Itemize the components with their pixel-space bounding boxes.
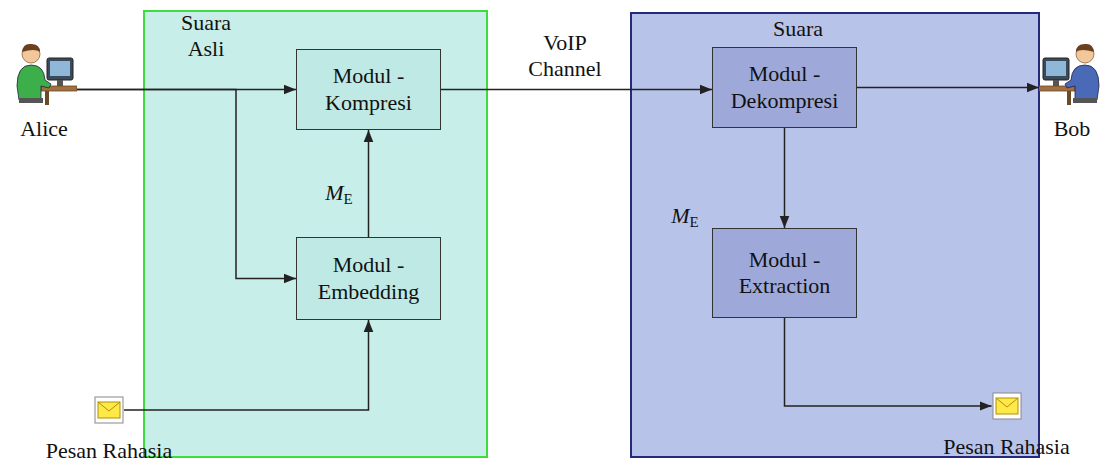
sender-region: Modul - KompresiModul - Embedding xyxy=(143,10,488,458)
edge-label: ME xyxy=(668,203,702,231)
arrow-connector xyxy=(785,318,992,406)
envelope-icon xyxy=(94,396,124,424)
process-box: Modul - Embedding xyxy=(296,237,441,320)
person-icon xyxy=(1039,40,1105,106)
envelope-icon xyxy=(992,392,1022,420)
arrow-connector xyxy=(124,320,369,410)
edge-label: Suara Asli xyxy=(166,10,246,63)
node-label: Pesan Rahasia xyxy=(943,434,1069,460)
receiver-region: Modul - DekompresiModul - Extraction xyxy=(630,12,1040,458)
text-wrap: Modul - Kompresi xyxy=(306,63,431,116)
node-label: Bob xyxy=(1054,116,1091,142)
text-wrap: Modul - Embedding xyxy=(306,252,431,305)
node-label: Alice xyxy=(20,116,68,142)
text-wrap: Modul - Extraction xyxy=(722,247,847,300)
text-wrap: Modul - Dekompresi xyxy=(722,61,847,114)
edge-label: Suara xyxy=(758,16,838,42)
process-box: Modul - Dekompresi xyxy=(712,47,857,128)
person-node: Alice xyxy=(0,40,88,142)
process-box: Modul - Kompresi xyxy=(296,49,441,130)
person-node: Bob xyxy=(1028,40,1116,142)
process-box: Modul - Extraction xyxy=(712,228,857,318)
node-label: Pesan Rahasia xyxy=(46,438,172,464)
arrow-connector xyxy=(77,89,296,91)
message-node: Pesan Rahasia xyxy=(897,392,1116,460)
edge-label: VoIP Channel xyxy=(505,30,625,83)
arrow-connector xyxy=(368,130,370,237)
arrow-connector xyxy=(77,90,296,279)
box-label: Modul - Kompresi xyxy=(306,63,431,116)
arrow-connector xyxy=(784,128,786,228)
arrow-connector xyxy=(441,89,712,91)
arrow-connector xyxy=(857,87,1039,89)
box-label: Modul - Dekompresi xyxy=(722,61,847,114)
box-label: Modul - Extraction xyxy=(722,247,847,300)
edge-label: ME xyxy=(322,180,356,208)
box-label: Modul - Embedding xyxy=(306,252,431,305)
person-icon xyxy=(11,40,77,106)
